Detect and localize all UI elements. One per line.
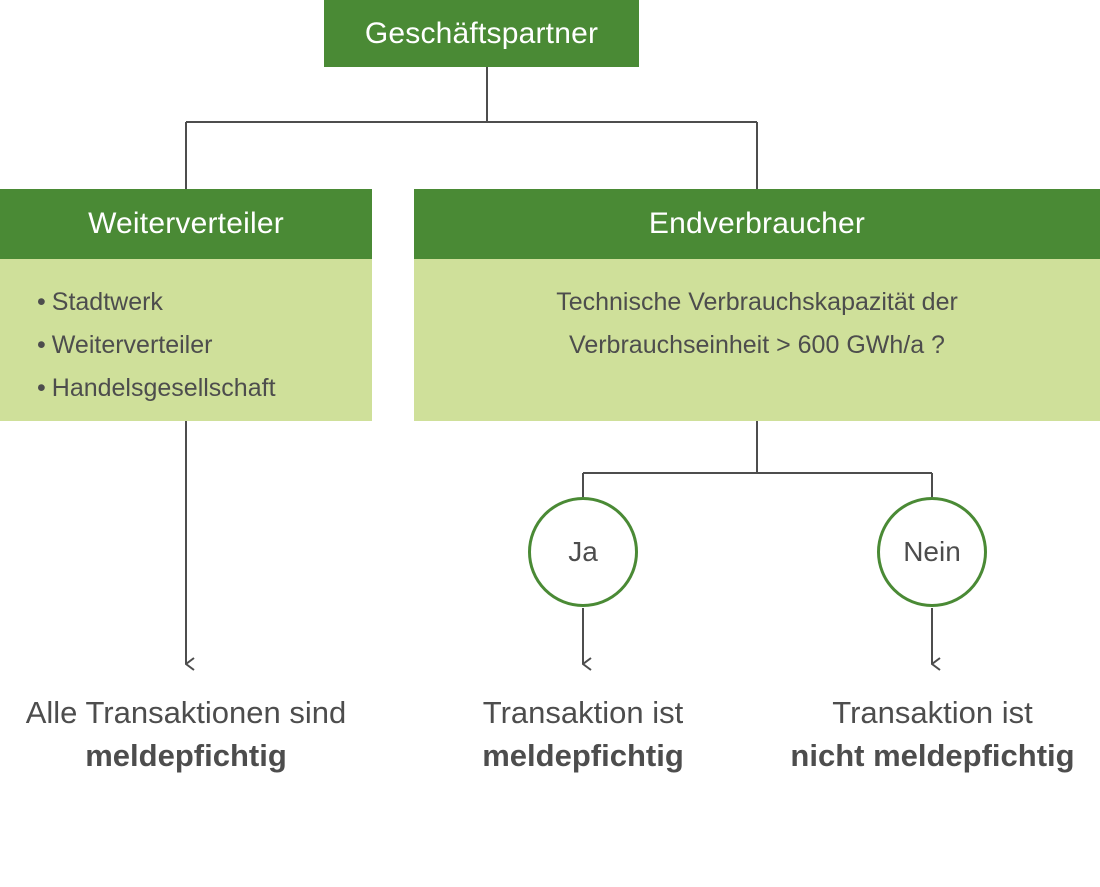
left-outcome: Alle Transaktionen sind meldepfichtig (16, 691, 356, 777)
right-header: Endverbraucher (414, 189, 1100, 259)
question-text: Technische Verbrauchskapazität der Verbr… (414, 259, 1100, 367)
left-outcome-text: Alle Transaktionen sind (25, 695, 347, 730)
right-header-label: Endverbraucher (648, 207, 866, 240)
root-label: Geschäftspartner (364, 16, 599, 50)
no-circle: Nein (877, 497, 987, 607)
left-header: Weiterverteiler (0, 189, 372, 259)
no-outcome-strong: nicht meldepfichtig (790, 738, 1075, 773)
left-outcome-strong: meldepfichtig (85, 738, 287, 773)
list-item: Stadtwerk (37, 281, 372, 324)
list-item: Weiterverteiler (37, 324, 372, 367)
no-outcome-text: Transaktion ist (832, 695, 1033, 730)
left-content-box: Stadtwerk Weiterverteiler Handelsgesells… (0, 259, 372, 421)
yes-outcome: Transaktion ist meldepfichtig (433, 691, 733, 777)
yes-outcome-text: Transaktion ist (482, 695, 684, 730)
right-question-box: Technische Verbrauchskapazität der Verbr… (414, 259, 1100, 421)
no-label: Nein (903, 536, 961, 567)
no-outcome: Transaktion ist nicht meldepfichtig (770, 691, 1095, 777)
yes-circle: Ja (528, 497, 638, 607)
left-header-label: Weiterverteiler (88, 207, 284, 240)
question-line-1: Technische Verbrauchskapazität der (556, 288, 958, 316)
yes-outcome-strong: meldepfichtig (482, 738, 684, 773)
root-node: Geschäftspartner (324, 0, 639, 67)
list-item: Handelsgesellschaft (37, 367, 372, 410)
yes-label: Ja (568, 536, 598, 567)
left-bullet-list: Stadtwerk Weiterverteiler Handelsgesells… (0, 259, 372, 410)
question-line-2: Verbrauchseinheit > 600 GWh/a ? (569, 331, 945, 359)
